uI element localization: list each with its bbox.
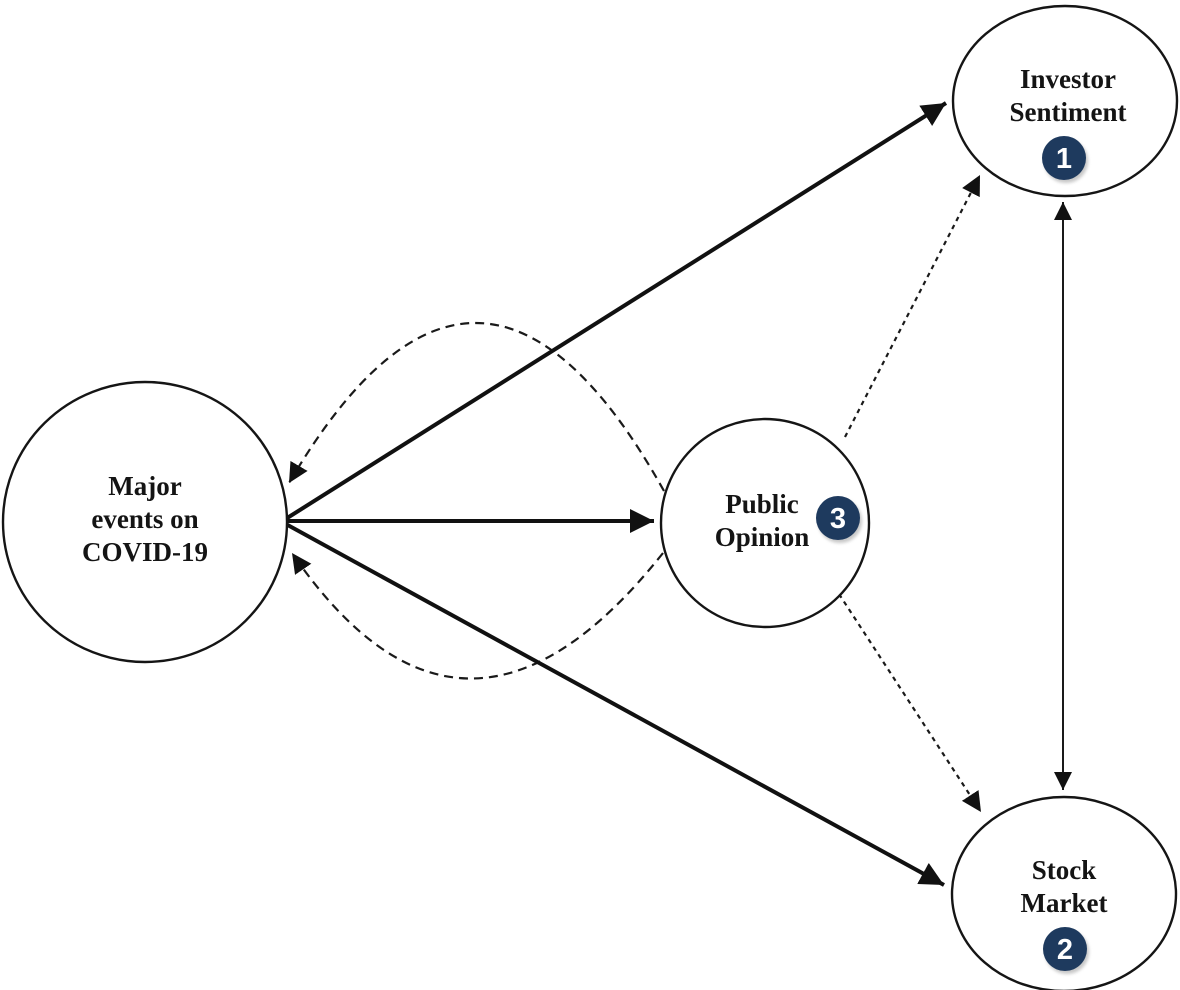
badge-1: 1	[1042, 136, 1088, 183]
edge-public-opinion-to-investor-sentiment	[844, 174, 981, 438]
edge-public-opinion-to-stock-market	[838, 593, 982, 813]
badge-3: 3	[816, 496, 862, 543]
node-investor-sentiment-circle	[951, 4, 1179, 198]
badge-2: 2	[1043, 927, 1089, 974]
node-stock-market-label-line2: Market	[1021, 888, 1108, 918]
node-major-events-label-line1: Major	[108, 471, 181, 501]
node-major-events: Major events on COVID-19	[1, 380, 289, 664]
node-stock-market: Stock Market 2	[950, 795, 1178, 990]
edge-public-opinion-to-major-events-bottom	[291, 552, 664, 680]
badge-2-number: 2	[1057, 934, 1073, 966]
node-major-events-label-line3: COVID-19	[82, 537, 208, 567]
node-public-opinion-circle	[659, 417, 871, 629]
badge-1-circle	[1042, 136, 1086, 180]
edges-layer	[282, 101, 1072, 887]
node-investor-sentiment-label-line2: Sentiment	[1010, 97, 1127, 127]
node-investor-sentiment-label-line1: Investor	[1020, 64, 1116, 94]
node-stock-market-label-line1: Stock	[1032, 855, 1097, 885]
edge-major-events-to-investor-sentiment	[282, 101, 948, 522]
node-major-events-circle	[1, 380, 289, 664]
badge-2-circle	[1043, 927, 1087, 971]
node-public-opinion: Public Opinion 3	[659, 417, 871, 629]
node-public-opinion-label-line1: Public	[725, 489, 799, 519]
nodes-layer: Major events on COVID-19 Investor Sentim…	[1, 4, 1179, 990]
node-stock-market-circle	[950, 795, 1178, 990]
badge-3-circle	[816, 496, 860, 540]
node-investor-sentiment: Investor Sentiment 1	[951, 4, 1179, 198]
badge-1-number: 1	[1056, 143, 1072, 175]
node-public-opinion-label-line2: Opinion	[715, 522, 810, 552]
node-major-events-label-line2: events on	[91, 504, 198, 534]
badge-3-number: 3	[830, 503, 846, 535]
edge-major-events-to-stock-market	[283, 521, 945, 887]
edge-public-opinion-to-major-events-top	[288, 321, 665, 492]
